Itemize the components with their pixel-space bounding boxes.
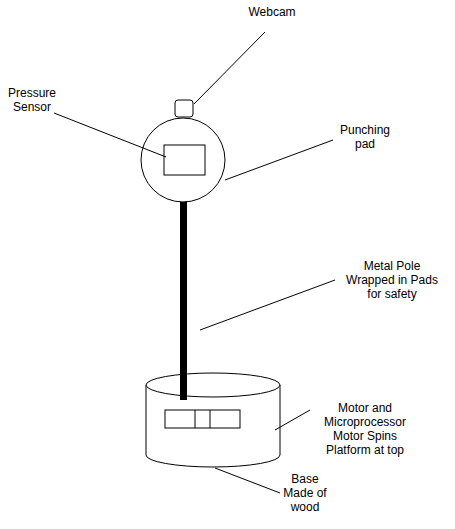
motor-divider (195, 410, 196, 428)
leader-line (225, 140, 333, 180)
punching-pad (141, 118, 225, 202)
part-label: Pressure Sensor (3, 86, 61, 114)
motor-symbol (165, 410, 240, 428)
part-label: Punching pad (334, 123, 396, 151)
metal-pole (180, 200, 187, 400)
leader-line (54, 113, 166, 157)
part-label: Webcam (241, 5, 303, 19)
part-label: Motor and Microprocessor Motor Spins Pla… (317, 401, 413, 457)
part-label: Base Made of wood (280, 472, 330, 514)
motor-divider (210, 410, 211, 428)
pressure-sensor (164, 145, 205, 175)
leader-line (194, 32, 265, 104)
part-label: Metal Pole Wrapped in Pads for safety (344, 259, 440, 301)
leader-line (215, 468, 280, 493)
leader-line (275, 410, 310, 430)
webcam-symbol (175, 100, 193, 117)
base-top (146, 373, 280, 397)
leader-line (200, 280, 335, 330)
